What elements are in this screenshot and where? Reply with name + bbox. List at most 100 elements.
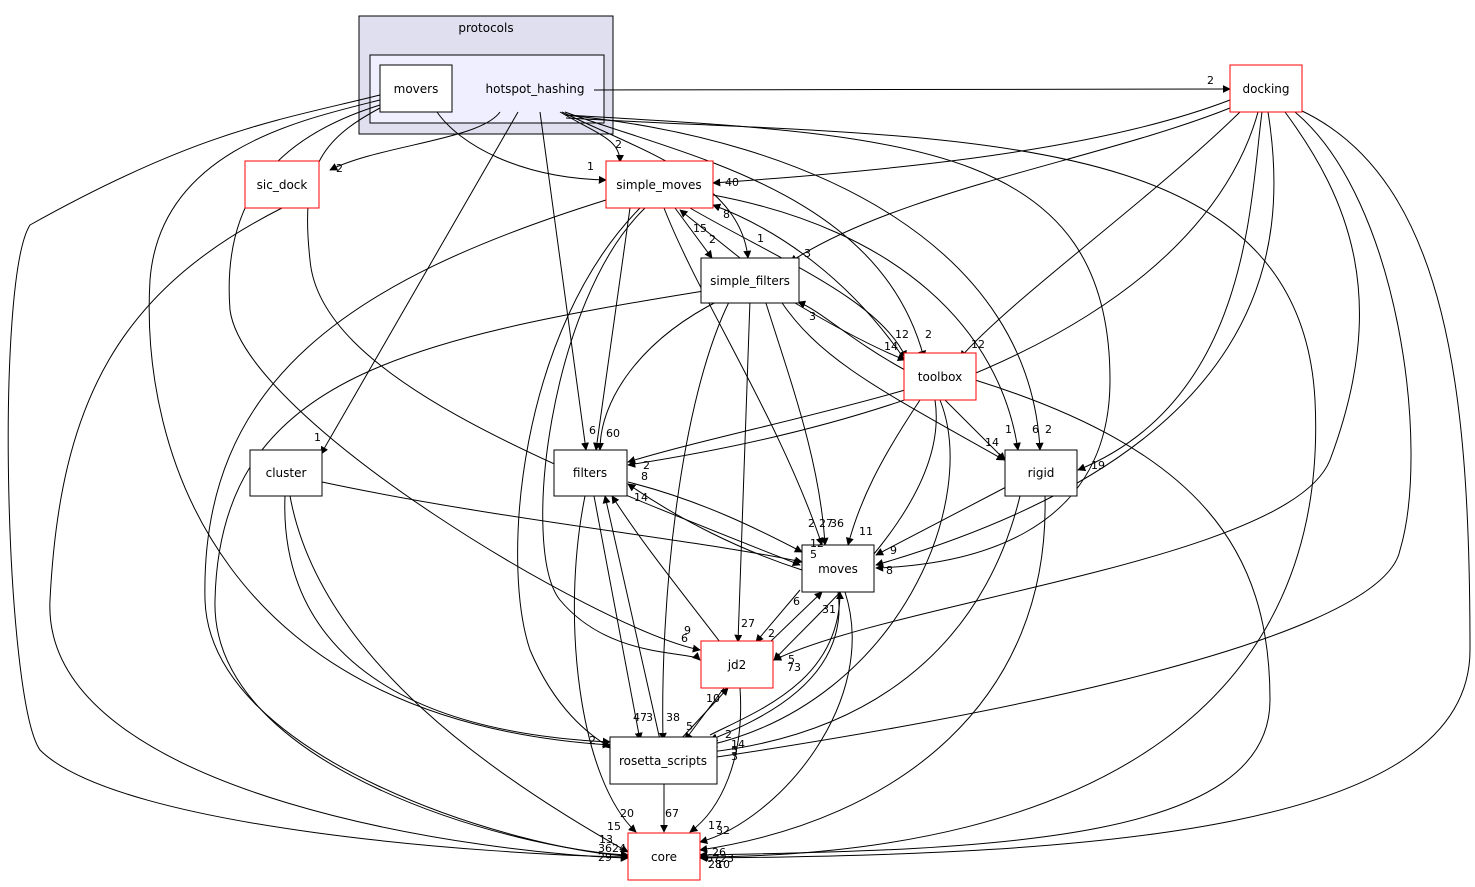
- edge: [7, 94, 629, 861]
- edge-label: 27: [741, 617, 755, 630]
- edge: [845, 399, 921, 546]
- edge: [709, 399, 951, 748]
- node-jd2-label: jd2: [727, 658, 747, 672]
- node-docking[interactable]: docking: [1229, 64, 1303, 113]
- node-moves[interactable]: moves: [801, 544, 875, 593]
- edge-label: 24: [612, 842, 626, 855]
- edge: [712, 194, 1021, 451]
- edge-label: 2: [615, 138, 622, 151]
- node-core-label: core: [651, 850, 677, 864]
- edge-label: 9: [890, 544, 897, 557]
- node-sic-dock[interactable]: sic_dock: [244, 160, 320, 209]
- edge: [797, 300, 906, 371]
- edge-label: 17: [708, 819, 722, 832]
- cluster-protocols-title: protocols: [458, 21, 513, 35]
- edge: [699, 109, 1471, 862]
- edge: [204, 199, 629, 860]
- edge: [627, 483, 803, 571]
- edge: [658, 299, 731, 741]
- edge: [709, 591, 844, 736]
- edge-label: 36: [830, 517, 844, 530]
- node-rigid-label: rigid: [1028, 466, 1055, 480]
- edge-label: 31: [822, 603, 836, 616]
- node-simple-moves[interactable]: simple_moves: [605, 160, 714, 209]
- edge: [565, 114, 1111, 572]
- node-rosetta-scripts[interactable]: rosetta_scripts: [609, 736, 718, 785]
- edge-label: 23: [720, 852, 734, 865]
- edge-label: 2: [336, 162, 343, 175]
- edge-label: 19: [1091, 459, 1105, 472]
- edge: [320, 111, 519, 455]
- edge: [228, 104, 701, 653]
- edge-label: 12: [895, 328, 909, 341]
- edge: [214, 289, 711, 859]
- edge-label: 40: [725, 176, 739, 189]
- edge-label: 5: [686, 720, 693, 733]
- edge: [564, 114, 1044, 451]
- edge-label: 2: [725, 728, 732, 741]
- edge: [959, 111, 1241, 359]
- edge: [436, 111, 607, 184]
- edge: [593, 85, 1231, 94]
- node-filters-label: filters: [573, 466, 607, 480]
- node-rigid[interactable]: rigid: [1004, 449, 1078, 497]
- edge-label: 67: [706, 852, 720, 865]
- edge-label: 32: [716, 824, 730, 837]
- edge: [773, 111, 1360, 661]
- node-rosetta-scripts-label: rosetta_scripts: [619, 754, 707, 768]
- node-filters[interactable]: filters: [553, 449, 628, 497]
- edge: [307, 107, 801, 567]
- edge: [1077, 111, 1263, 471]
- node-jd2[interactable]: jd2: [700, 640, 774, 689]
- node-toolbox-label: toolbox: [918, 370, 962, 384]
- node-simple-filters[interactable]: simple_filters: [700, 257, 800, 304]
- edge: [627, 481, 803, 553]
- edge-label: 8: [641, 470, 648, 483]
- edge: [611, 495, 721, 643]
- edge-label: 5: [788, 653, 795, 666]
- edge-label: 1: [1005, 423, 1012, 436]
- edge-label: 14: [634, 491, 648, 504]
- node-core[interactable]: core: [627, 832, 701, 881]
- edge: [764, 299, 829, 546]
- node-cluster[interactable]: cluster: [249, 449, 323, 497]
- node-moves-label: moves: [818, 562, 858, 576]
- edge: [779, 299, 1005, 461]
- edge-label: 12: [810, 537, 824, 550]
- edge-label: 27: [819, 517, 833, 530]
- edge-label: 15: [607, 820, 621, 833]
- edge-label: 29: [598, 851, 612, 864]
- node-simple-filters-label: simple_filters: [710, 274, 790, 288]
- edge-label: 2: [643, 459, 650, 472]
- edge-label: 38: [666, 711, 680, 724]
- edge-label: 3: [731, 750, 738, 763]
- edge-label: 10: [706, 692, 720, 705]
- edge: [289, 495, 629, 853]
- edge-label: 13: [599, 833, 613, 846]
- edge-label: 3: [809, 310, 816, 323]
- node-cluster-label: cluster: [266, 466, 307, 480]
- edge-label: 8: [723, 208, 730, 221]
- edge: [542, 207, 701, 661]
- edge: [712, 203, 906, 361]
- edge-label: 2: [925, 328, 932, 341]
- edge: [593, 207, 631, 451]
- edge: [627, 389, 906, 464]
- edge: [663, 207, 824, 546]
- edge: [329, 111, 501, 171]
- edge: [573, 495, 637, 833]
- edge-label: 73: [787, 661, 801, 674]
- edge: [602, 495, 661, 741]
- edge-label: 2: [589, 734, 596, 747]
- edge-label: 8: [886, 564, 893, 577]
- edge-label: 11: [859, 525, 873, 538]
- edge-label: 36: [598, 842, 612, 855]
- node-toolbox[interactable]: toolbox: [903, 352, 977, 401]
- edge-label: 14: [985, 436, 999, 449]
- edge: [565, 117, 1317, 861]
- edge: [679, 209, 741, 259]
- node-movers[interactable]: movers: [379, 64, 453, 113]
- edge-label: 47: [633, 711, 647, 724]
- edge: [699, 495, 1046, 853]
